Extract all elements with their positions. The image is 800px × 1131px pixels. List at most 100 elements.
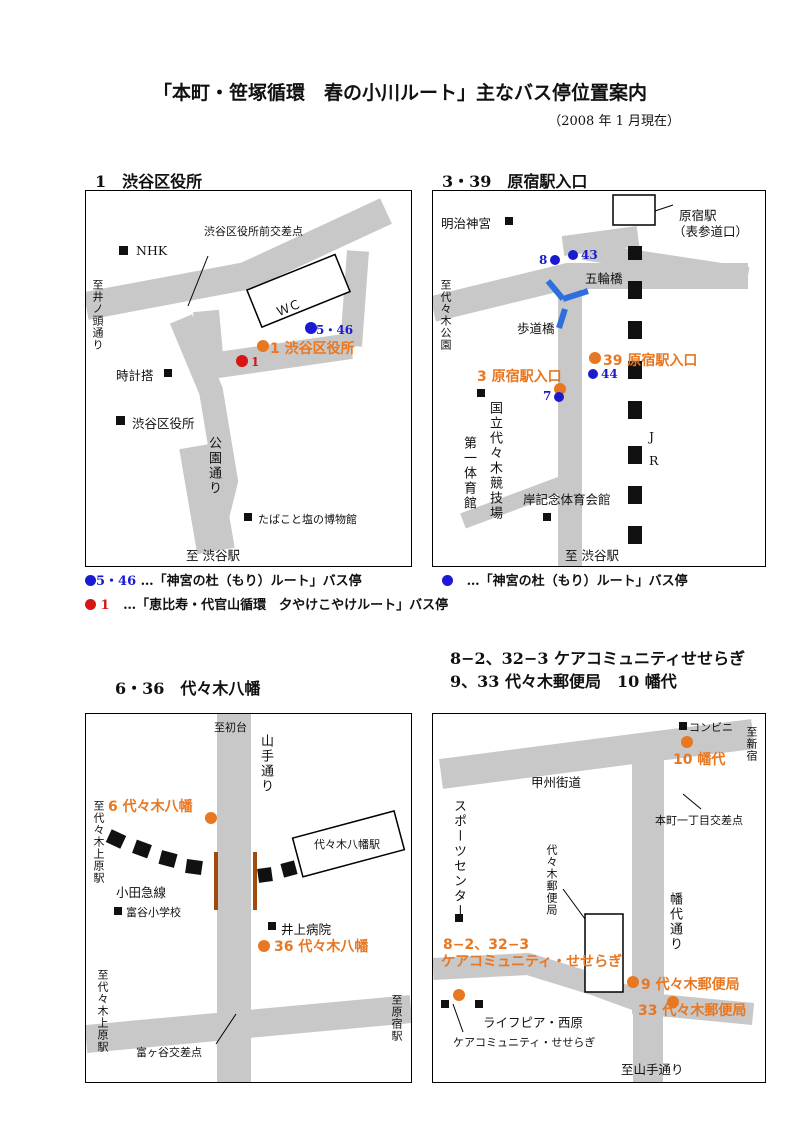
road bbox=[460, 473, 573, 529]
to-harajuku-label: 至原宿駅 bbox=[390, 994, 403, 1042]
to-station2-label: 至 渋谷駅 bbox=[565, 548, 619, 563]
stop8b-label: ケアコミュニティ・せせらぎ bbox=[441, 954, 623, 970]
road bbox=[86, 198, 392, 320]
map1-shibuya-ward-office: NHK 渋谷区役所前交差点 ＷＣ 5・46 1 渋谷区役所 1 時計搭 渋谷区役… bbox=[85, 190, 412, 567]
map1-heading: 1 渋谷区役所 bbox=[95, 172, 203, 191]
clock-tower-label: 時計搭 bbox=[116, 368, 154, 383]
lifepia-label: ライフピア・西原 bbox=[483, 1015, 584, 1030]
map4-heading-2: 9、33 代々木郵便局 10 幡代 bbox=[450, 672, 677, 691]
nhk-marker bbox=[119, 246, 128, 255]
care-marker bbox=[441, 1000, 449, 1008]
legend-blue: 5・46 …「神宮の杜（もり）ルート」バス停 bbox=[85, 570, 362, 589]
legend-blue-2: …「神宮の杜（もり）ルート」バス停 bbox=[442, 570, 688, 589]
clock-tower-marker bbox=[164, 369, 172, 377]
bus-stop-orange-6 bbox=[205, 812, 217, 824]
bus-stop-orange-3 bbox=[554, 383, 566, 395]
map2-harajuku-entrance: 明治神宮 原宿駅 （表参道口） 8 43 五輪橋 歩道橋 3 原宿駅入口 39 … bbox=[432, 190, 766, 567]
hatsudai-label: 至初台 bbox=[214, 721, 247, 734]
sports-label: スポーツセンター bbox=[451, 799, 466, 919]
harajuku-station-building bbox=[612, 194, 656, 226]
date-note: （2008 年 1 月現在） bbox=[548, 114, 680, 129]
stop6-label: 6 代々木八幡 bbox=[108, 799, 193, 815]
bus-stop-blue-44 bbox=[588, 369, 598, 379]
gym-label: 第一体育館 bbox=[461, 436, 476, 511]
bus-stop-orange-1 bbox=[257, 340, 269, 352]
stop-blue-label: 5・46 bbox=[316, 323, 354, 337]
stop-red-label: 1 bbox=[251, 355, 260, 369]
road bbox=[439, 719, 755, 789]
blue-dot-icon bbox=[85, 575, 96, 586]
bus-stop-orange-10 bbox=[681, 736, 693, 748]
wc-building bbox=[245, 253, 351, 329]
stop-orange-label: 1 渋谷区役所 bbox=[270, 341, 355, 357]
map4-heading-1: 8−2、32−3 ケアコミュニティせせらぎ bbox=[450, 649, 746, 668]
to-uehara-left-label: 至代々木上原駅 bbox=[96, 969, 109, 1053]
kishi-label: 岸記念体育会館 bbox=[523, 492, 611, 507]
stop3-label: 3 原宿駅入口 bbox=[477, 369, 562, 385]
to-yamate-label: 至山手通り bbox=[621, 1062, 684, 1077]
tomigaya-label: 富ヶ谷交差点 bbox=[136, 1046, 202, 1059]
conveni-label: コンビニ bbox=[689, 721, 733, 734]
post-office-building bbox=[584, 913, 624, 993]
n43-label: 43 bbox=[581, 248, 598, 262]
yoyogi-hachiman-station-building bbox=[291, 810, 406, 878]
stop36-label: 36 代々木八幡 bbox=[274, 939, 369, 955]
bus-stop-blue-43 bbox=[568, 250, 578, 260]
hospital-marker bbox=[268, 922, 276, 930]
blue-dot-icon bbox=[442, 575, 453, 586]
road bbox=[561, 226, 640, 256]
page-title: 「本町・笹塚循環 春の小川ルート」主なバス停位置案内 bbox=[152, 82, 647, 104]
stop8a-label: 8−2、32−3 bbox=[443, 937, 530, 953]
meiji-label: 明治神宮 bbox=[441, 216, 492, 231]
office-marker bbox=[116, 416, 125, 425]
school-marker bbox=[114, 907, 122, 915]
bus-stop-red-1 bbox=[236, 355, 248, 367]
n7-label: 7 bbox=[543, 389, 552, 403]
omote-label: （表参道口） bbox=[673, 224, 749, 239]
bus-stop-orange-39 bbox=[589, 352, 601, 364]
lifepia-marker bbox=[475, 1000, 483, 1008]
road bbox=[86, 995, 411, 1053]
care-label: ケアコミュニティ・せせらぎ bbox=[453, 1036, 596, 1049]
sports-marker bbox=[455, 914, 463, 922]
stop39-label: 39 原宿駅入口 bbox=[603, 353, 698, 369]
stop10-label: 10 幡代 bbox=[673, 752, 726, 768]
footbridge-label: 歩道橋 bbox=[517, 321, 555, 336]
koshu-label: 甲州街道 bbox=[531, 775, 582, 790]
nhk-label: NHK bbox=[136, 243, 168, 258]
meiji-marker bbox=[505, 217, 513, 225]
n8-label: 8 bbox=[539, 253, 548, 267]
bus-stop-blue-7 bbox=[554, 392, 564, 402]
red-dot-icon bbox=[85, 599, 96, 610]
jr-r-label: R bbox=[649, 453, 659, 468]
station-label: 代々木八幡駅 bbox=[314, 838, 380, 851]
map3-yoyogi-hachiman: 至初台 山手通り 6 代々木八幡 小田急線 代々木八幡駅 富谷小学校 井上病院 … bbox=[85, 713, 412, 1083]
intersection-label: 渋谷区役所前交差点 bbox=[204, 225, 303, 238]
to-station-label: 至 渋谷駅 bbox=[186, 548, 240, 563]
road bbox=[340, 250, 369, 347]
bus-stop-orange-36 bbox=[258, 940, 270, 952]
map2-heading: 3・39 原宿駅入口 bbox=[442, 172, 588, 191]
bus-stop-blue-8 bbox=[550, 255, 560, 265]
jr-j-label: J bbox=[649, 429, 655, 444]
stop33-label: 33 代々木郵便局 bbox=[638, 1003, 747, 1019]
road bbox=[179, 442, 235, 555]
map4-hatagaya-area: コンビニ 10 幡代 至新宿 甲州街道 本町一丁目交差点 スポーツセンター 代々… bbox=[432, 713, 766, 1083]
hospital-label: 井上病院 bbox=[281, 922, 332, 937]
road bbox=[581, 242, 750, 285]
legend-red: 1 …「恵比寿・代官山循環 夕やけこやけルート」バス停 bbox=[85, 594, 448, 613]
bus-stop-orange-8-2 bbox=[453, 989, 465, 1001]
odakyu-track bbox=[105, 829, 298, 883]
bus-stop-orange-9 bbox=[627, 976, 639, 988]
stadium-marker bbox=[477, 389, 485, 397]
bus-stop-blue-5-46 bbox=[305, 322, 317, 334]
to-shinjuku-label: 至新宿 bbox=[745, 726, 758, 762]
harajuku-label: 原宿駅 bbox=[679, 208, 717, 223]
odakyu-label: 小田急線 bbox=[116, 885, 167, 900]
n44-label: 44 bbox=[601, 367, 618, 381]
map4-roads bbox=[433, 719, 755, 1082]
museum-label: たばこと塩の博物館 bbox=[258, 513, 357, 526]
hatagaya-label: 幡代通り bbox=[667, 892, 682, 952]
office-label: 渋谷区役所 bbox=[132, 416, 195, 431]
stadium-label: 国立代々木競技場 bbox=[487, 401, 502, 521]
